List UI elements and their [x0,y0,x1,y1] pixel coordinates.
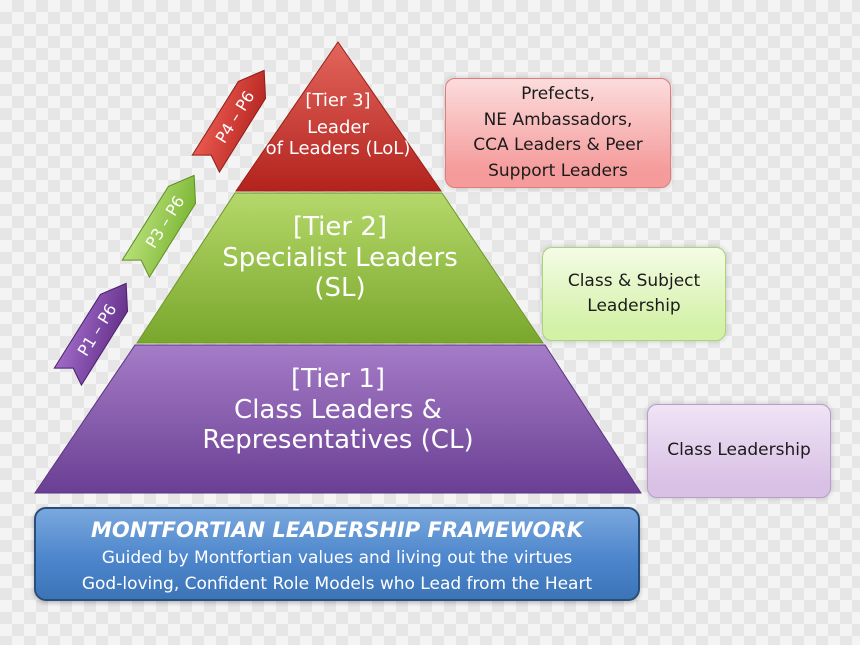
arrow-p1-p6 [53,282,129,387]
tier3-label: [Tier 3] Leader of Leaders (LoL) [248,90,428,160]
tier3-label-line: [Tier 3] [305,90,371,111]
tier2-roles-line: Leadership [587,296,681,316]
tier3-roles-line: CCA Leaders & Peer [473,135,643,155]
tier2-label-line: (SL) [314,273,366,304]
pyramid-tier3-shape [235,41,442,192]
framework-banner: MONTFORTIAN LEADERSHIP FRAMEWORK Guided … [34,507,640,601]
tier1-label-line: Representatives (CL) [202,425,474,456]
tier2-roles-box: Class & Subject Leadership [542,247,726,341]
arrow-p3-p6 [121,174,197,279]
tier2-label-line: [Tier 2] [292,212,388,242]
tier3-label-line: Leader [307,117,369,139]
tier1-label: [Tier 1] Class Leaders & Representatives… [140,364,536,456]
tier1-roles-line: Class Leadership [667,440,811,461]
pyramid-tier1-shape [34,344,642,494]
tier3-roles-line: Prefects, [521,84,595,104]
tier2-roles-line: Class & Subject [567,270,701,291]
tier3-roles-line: Support Leaders [488,160,628,181]
tier1-roles-box: Class Leadership [647,404,831,498]
framework-line-role-models: God-loving, Confident Role Models who Le… [81,574,593,594]
pyramid-tier2-shape [136,192,544,344]
tier2-label-line: Specialist Leaders [222,242,458,273]
tier3-roles-box: Prefects, NE Ambassadors, CCA Leaders & … [445,78,671,188]
arrow-p4-p6 [191,69,267,174]
framework-line-values: Guided by Montfortian values and living … [101,548,573,568]
tier2-label: [Tier 2] Specialist Leaders (SL) [190,212,490,304]
tier3-label-line: of Leaders (LoL) [265,138,411,160]
tier1-label-line: Class Leaders & [234,394,442,425]
tier3-roles-line: NE Ambassadors, [483,109,633,130]
framework-title: MONTFORTIAN LEADERSHIP FRAMEWORK [91,518,583,542]
tier1-label-line: [Tier 1] [290,364,386,394]
